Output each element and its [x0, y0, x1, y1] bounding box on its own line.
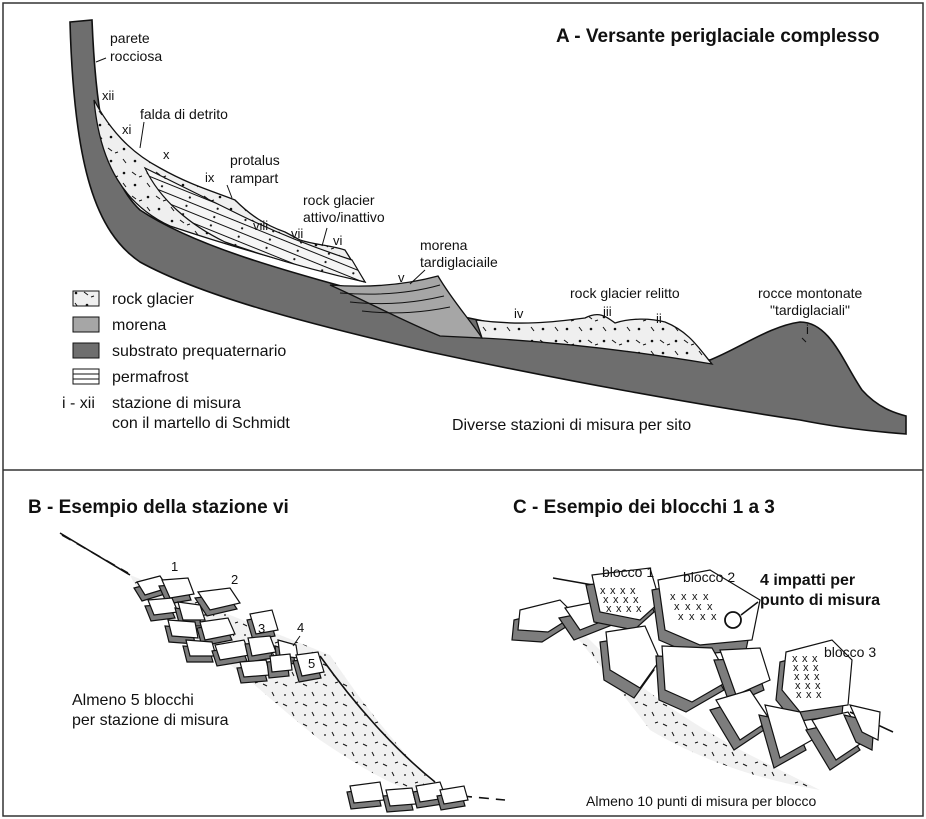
legend-swatch-rock-glacier	[73, 291, 99, 306]
boulder-block	[183, 640, 216, 662]
legend-station-line2: con il martello di Schmidt	[112, 415, 290, 432]
impacts-label-1: 4 impatti per	[760, 572, 855, 589]
legend-swatch-morena	[73, 317, 99, 332]
caption-b-2: per stazione di misura	[72, 712, 229, 729]
block-face	[386, 788, 416, 806]
block-face	[240, 660, 270, 677]
block-face	[168, 620, 198, 638]
impacts-label-2: punto di misura	[760, 592, 880, 609]
impact-mark: x	[806, 689, 812, 701]
station-label: xi	[122, 122, 132, 137]
block-face	[186, 640, 216, 656]
impact-mark: x	[816, 689, 822, 701]
boulder-block	[600, 626, 660, 698]
panel-b-title: B - Esempio della stazione vi	[28, 497, 289, 518]
caption-c: Almeno 10 punti di misura per blocco	[586, 793, 817, 809]
impact-mark: x	[700, 611, 706, 623]
block-number: 5	[308, 656, 315, 671]
station-label: v	[398, 270, 405, 285]
label-parete-1: parete	[110, 30, 150, 46]
label-morena-2: tardiglaciaile	[420, 254, 498, 270]
label-morena-1: morena	[420, 237, 468, 253]
legend-label: substrato prequaternario	[112, 343, 286, 360]
impact-mark: x	[711, 611, 717, 623]
legend-label: rock glacier	[112, 291, 194, 308]
panel-c: C - Esempio dei blocchi 1 a 3 blocco 1 b…	[512, 497, 893, 809]
block-face	[148, 598, 178, 615]
label-falda: falda di detrito	[140, 106, 228, 122]
label-rg-relict: rock glacier relitto	[570, 285, 680, 301]
label-rg-active-1: rock glacier	[303, 192, 375, 208]
label-protalus-2: rampart	[230, 170, 278, 186]
station-label: vii	[291, 226, 303, 241]
legend-swatch-substrato	[73, 343, 99, 358]
block-number: 4	[297, 620, 304, 635]
station-label: xii	[102, 88, 114, 103]
impact-mark: x	[678, 611, 684, 623]
impact-mark: x	[689, 611, 695, 623]
block-face	[270, 654, 292, 672]
label-rg-active-2: attivo/inattivo	[303, 209, 385, 225]
legend-label: permafrost	[112, 369, 189, 386]
boulder-block	[383, 788, 416, 812]
block-number: 2	[231, 572, 238, 587]
station-label: x	[163, 147, 170, 162]
panel-a-title: A - Versante periglaciale complesso	[556, 26, 880, 47]
block-number: 3	[258, 621, 265, 636]
label-rocce-1: rocce montonate	[758, 285, 862, 301]
block-face	[350, 782, 384, 803]
block-label-2: blocco 2	[683, 569, 735, 585]
station-label: iv	[514, 306, 524, 321]
boulder-block	[145, 598, 178, 621]
station-label: ii	[656, 311, 662, 326]
impact-mark: x	[626, 603, 632, 615]
legend-label: morena	[112, 317, 166, 334]
block-label-3: blocco 3	[824, 644, 876, 660]
boulder-block	[437, 786, 468, 810]
label-rocce-2: "tardiglaciali"	[770, 302, 850, 318]
boulder-block	[237, 660, 270, 683]
station-label: viii	[253, 218, 268, 233]
caption-b-1: Almeno 5 blocchi	[72, 692, 194, 709]
panel-c-title: C - Esempio dei blocchi 1 a 3	[513, 497, 775, 518]
label-parete-2: rocciosa	[110, 48, 162, 64]
station-label: i	[806, 322, 809, 337]
boulder-block	[347, 782, 384, 809]
block-label-1: blocco 1	[602, 564, 654, 580]
legend-station-line1: stazione di misura	[112, 395, 241, 412]
legend-station-symbol: i - xii	[62, 395, 95, 412]
station-label: vi	[333, 233, 343, 248]
impact-mark: x	[606, 603, 612, 615]
block-face	[440, 786, 468, 804]
legend: rock glacier morena substrato prequatern…	[62, 291, 290, 432]
boulder-block	[267, 654, 292, 678]
panel-b: B - Esempio della stazione vi 1 2 3 4 5 …	[28, 497, 505, 812]
impact-mark: x	[796, 689, 802, 701]
panel-a: A - Versante periglaciale complesso xii …	[62, 20, 906, 434]
block-number: 1	[171, 559, 178, 574]
station-label: ix	[205, 170, 215, 185]
impact-mark: x	[616, 603, 622, 615]
impact-mark: x	[636, 603, 642, 615]
label-protalus-1: protalus	[230, 152, 280, 168]
legend-swatch-permafrost	[73, 369, 99, 384]
station-label: iii	[603, 304, 612, 319]
label-diverse-stazioni: Diverse stazioni di misura per sito	[452, 417, 691, 434]
